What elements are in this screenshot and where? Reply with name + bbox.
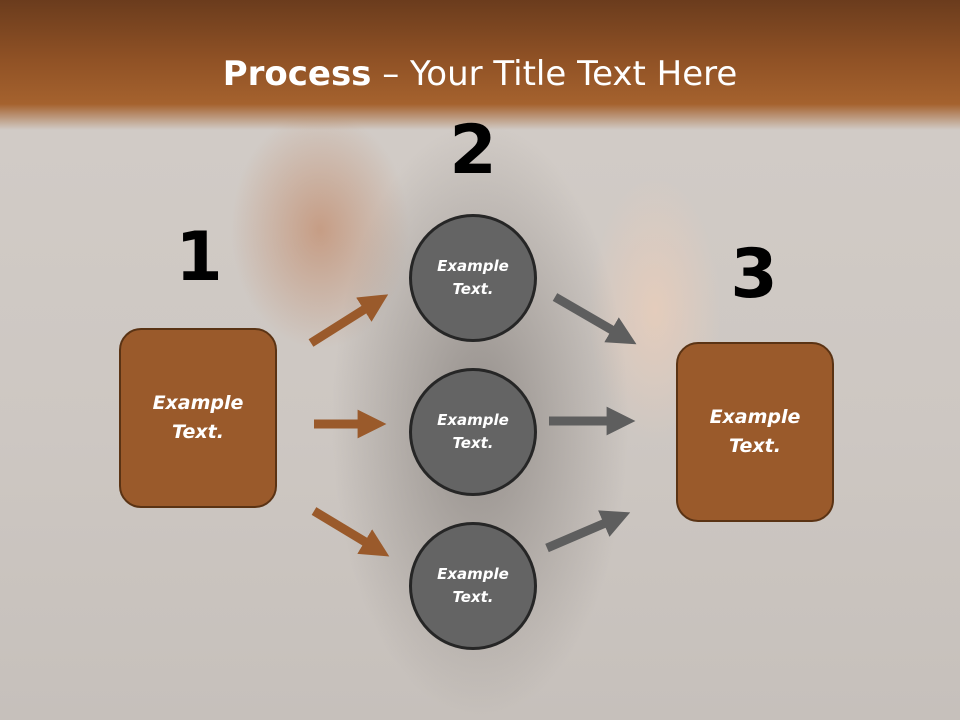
step-number-1: 1: [175, 218, 223, 297]
arrow-right-icon: [545, 510, 631, 553]
arrow-right-icon: [311, 507, 390, 557]
slide-title: Process – Your Title Text Here: [0, 52, 960, 96]
right-box-label-line2: Text.: [729, 435, 781, 457]
right-box-label-line1: Example: [709, 406, 801, 428]
circle-1-label-line1: Example: [437, 257, 509, 275]
left-box-label-line1: Example: [152, 392, 244, 414]
circle-1-label-line2: Text.: [452, 280, 494, 298]
left-box-label-line2: Text.: [172, 421, 224, 443]
step-number-2: 2: [449, 111, 497, 190]
arrow-right-icon: [552, 293, 637, 345]
circle-2-label-line2: Text.: [452, 434, 494, 452]
title-band: [0, 0, 960, 130]
circle-2-label-line1: Example: [437, 411, 509, 429]
title-bold: Process: [222, 54, 372, 94]
step-number-3: 3: [730, 235, 778, 314]
circle-3-label-line2: Text.: [452, 588, 494, 606]
title-rest: – Your Title Text Here: [371, 54, 738, 94]
arrow-right-icon: [308, 294, 389, 347]
circle-3-label-line1: Example: [437, 565, 509, 583]
